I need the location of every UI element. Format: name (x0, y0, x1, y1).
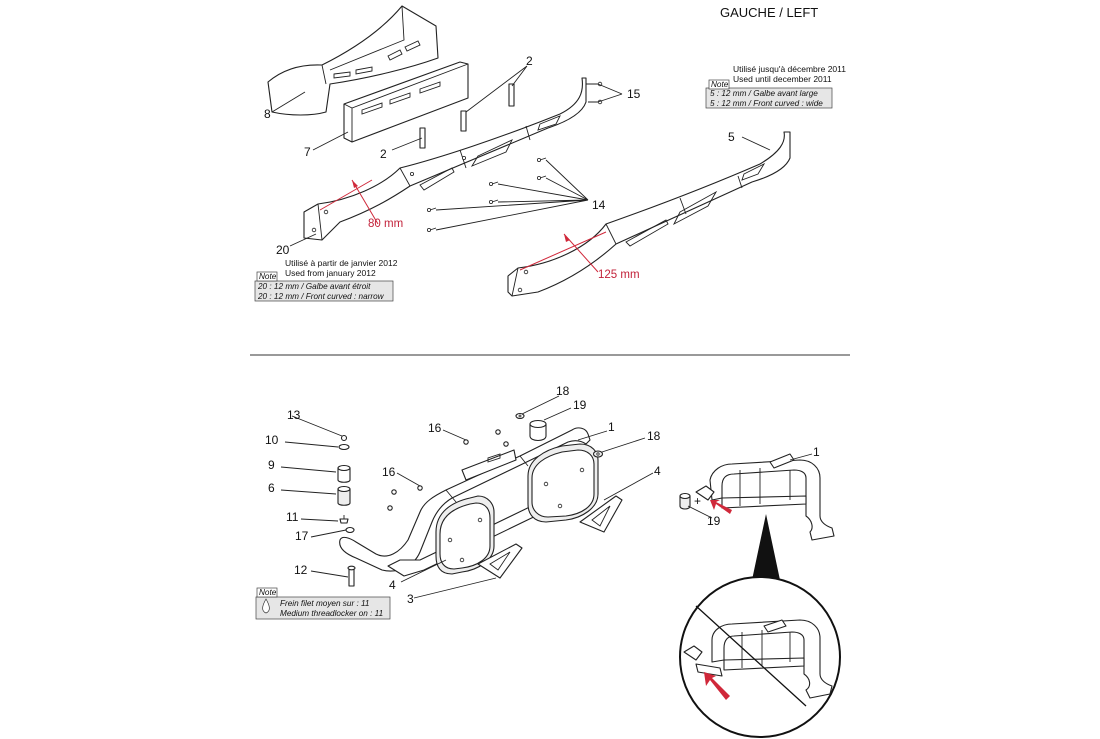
callout-2-top: 2 (526, 54, 533, 68)
callout-14: 14 (592, 198, 606, 212)
threadlocker-drop-icon (262, 598, 270, 614)
bottom-leader-lines (280, 395, 654, 599)
note-until-2011: Utilisé jusqu'à décembre 2011 Used until… (705, 64, 846, 109)
leader-1-detail (789, 453, 813, 461)
callout-8: 8 (264, 107, 271, 121)
part-2-brackets (419, 83, 515, 149)
part-9-spacer (337, 464, 351, 483)
callout-1-main: 1 (608, 420, 615, 434)
part-10-washer (338, 443, 350, 451)
note-until-line1: Utilisé jusqu'à décembre 2011 (733, 64, 846, 74)
part-4-protector-plates (435, 443, 599, 575)
note-until-tag: Note (711, 80, 729, 89)
callout-7: 7 (304, 145, 311, 159)
page-title: GAUCHE / LEFT (720, 5, 818, 20)
callout-20: 20 (276, 243, 290, 257)
note-from-line1: Utilisé à partir de janvier 2012 (285, 258, 398, 268)
note-from-2012: Utilisé à partir de janvier 2012 Used fr… (254, 258, 398, 302)
leader-19-detail (687, 505, 713, 519)
callout-19-top: 19 (573, 398, 587, 412)
callout-12: 12 (294, 563, 308, 577)
dimension-125mm-label: 125 mm (598, 269, 640, 281)
part-16-screws (387, 429, 509, 511)
callout-4-left: 4 (389, 578, 396, 592)
part-5-bumper-wide (507, 131, 791, 297)
dimension-125mm: 125 mm (519, 231, 640, 281)
callout-2-lower: 2 (380, 147, 387, 161)
callout-17: 17 (295, 529, 309, 543)
callout-13: 13 (287, 408, 301, 422)
note-from-row2: 20 : 12 mm / Front curved : narrow (257, 292, 385, 301)
callout-1-detail: 1 (813, 445, 820, 459)
note-until-line2: Used until december 2011 (733, 74, 832, 84)
top-leader-lines (271, 65, 771, 247)
callout-4-right: 4 (654, 464, 661, 478)
note-threadlocker-row2: Medium threadlocker on : 11 (280, 609, 383, 618)
plus-symbol: + (694, 494, 701, 508)
part-15-screws (586, 81, 603, 105)
note-until-row2: 5 : 12 mm / Front curved : wide (710, 99, 823, 108)
part-8-fairing-shell (267, 5, 439, 116)
dimension-80mm-label: 80 mm (368, 218, 403, 230)
note-threadlocker: Note Frein filet moyen sur : 11 Medium t… (255, 587, 391, 620)
part-7-inner-box (343, 61, 469, 143)
callout-16-top: 16 (428, 421, 442, 435)
part-3-brackets (477, 495, 623, 579)
part-20-bumper-narrow (303, 77, 587, 241)
small-parts-column (337, 434, 356, 587)
dimension-80mm: 80 mm (319, 179, 403, 230)
part-6-spacer (337, 485, 351, 506)
callout-5: 5 (728, 130, 735, 144)
note-until-row1: 5 : 12 mm / Galbe avant large (710, 89, 818, 98)
note-threadlocker-row1: Frein filet moyen sur : 11 (280, 599, 370, 608)
callout-18-top: 18 (556, 384, 570, 398)
part-14-screws (426, 157, 547, 232)
note-from-row1: 20 : 12 mm / Galbe avant étroit (257, 282, 371, 291)
callout-10: 10 (265, 433, 279, 447)
part-18-washers (515, 412, 604, 458)
note-from-tag: Note (259, 272, 277, 281)
callout-6: 6 (268, 481, 275, 495)
red-arrow-detail (710, 500, 732, 514)
callout-19-detail: 19 (707, 514, 721, 528)
incorrect-assembly-detail (679, 576, 841, 738)
callout-18-right: 18 (647, 429, 661, 443)
callout-16-left: 16 (382, 465, 396, 479)
part-11-screw (339, 515, 349, 524)
part-13-nut (340, 434, 348, 442)
part-12-bolt (347, 565, 356, 587)
detail-assembled-bar (679, 453, 835, 541)
callout-11: 11 (286, 510, 299, 524)
note-threadlocker-tag: Note (259, 588, 277, 597)
zoom-pointer (752, 514, 780, 580)
callout-15: 15 (627, 87, 641, 101)
note-from-line2: Used from january 2012 (285, 268, 376, 278)
part-19-rubber-stop (529, 419, 547, 442)
part-17-nut (345, 526, 355, 534)
callout-3: 3 (407, 592, 414, 606)
callout-9: 9 (268, 458, 275, 472)
